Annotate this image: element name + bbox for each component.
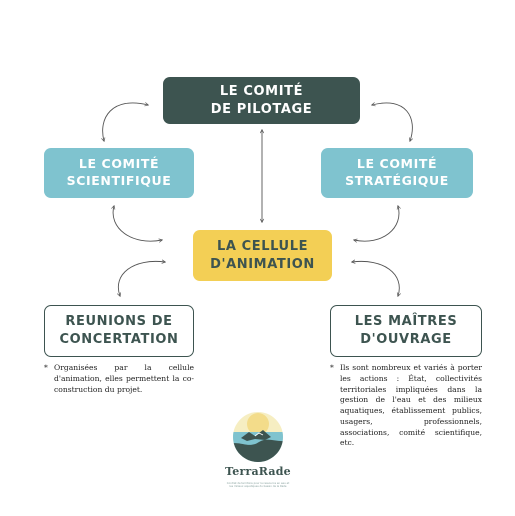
arrow-pilotage-scientifique: [103, 103, 148, 141]
reunions-note-text: Organisées par la cellule d'animation, e…: [54, 363, 194, 394]
comite-scientifique-line1: LE COMITÉ: [78, 156, 160, 172]
terrarade-logo-icon: [233, 412, 283, 462]
comite-pilotage-line1: LE COMITÉ: [219, 83, 304, 99]
arrow-scientifique-animation: [113, 206, 162, 241]
reunions-concertation-line1: REUNIONS DE: [65, 314, 173, 330]
terrarade-logo-name: TerraRade: [225, 465, 291, 478]
reunions-note: * Organisées par la cellule d'animation,…: [44, 363, 194, 395]
comite-scientifique-line2: SCIENTIFIQUE: [66, 173, 172, 188]
arrow-animation-maitres: [352, 261, 399, 296]
reunions-concertation-box: REUNIONS DE CONCERTATION: [44, 305, 194, 357]
maitres-note-text: Ils sont nombreux et variés à porter les…: [340, 363, 482, 448]
maitres-ouvrage-box: LES MAÎTRES D'OUVRAGE: [330, 305, 482, 357]
cellule-animation-box: LA CELLULE D'ANIMATION: [193, 230, 332, 281]
comite-pilotage-line2: DE PILOTAGE: [210, 101, 313, 117]
maitres-note: * Ils sont nombreux et variés à porter l…: [330, 363, 482, 449]
terrarade-logo: TerraRade Contrat de territoire pour la …: [225, 410, 291, 506]
reunions-note-marker: *: [44, 363, 48, 372]
comite-strategique-box: LE COMITÉ STRATÉGIQUE: [321, 148, 473, 198]
cellule-animation-line2: D'ANIMATION: [210, 256, 315, 272]
terrarade-logo-tagline: Contrat de territoire pour la ressource …: [226, 482, 290, 489]
comite-strategique-line1: LE COMITÉ: [356, 156, 438, 172]
maitres-ouvrage-line1: LES MAÎTRES: [354, 314, 458, 330]
comite-scientifique-box: LE COMITÉ SCIENTIFIQUE: [44, 148, 194, 198]
arrow-animation-reunions: [118, 261, 165, 296]
cellule-animation-line1: LA CELLULE: [216, 238, 309, 254]
arrow-strategique-animation: [354, 206, 399, 241]
arrow-pilotage-strategique: [372, 103, 412, 141]
maitres-ouvrage-line2: D'OUVRAGE: [360, 332, 452, 347]
comite-strategique-line2: STRATÉGIQUE: [345, 173, 449, 188]
comite-pilotage-box: LE COMITÉ DE PILOTAGE: [163, 77, 360, 124]
maitres-note-marker: *: [330, 363, 334, 372]
reunions-concertation-line2: CONCERTATION: [59, 332, 179, 347]
